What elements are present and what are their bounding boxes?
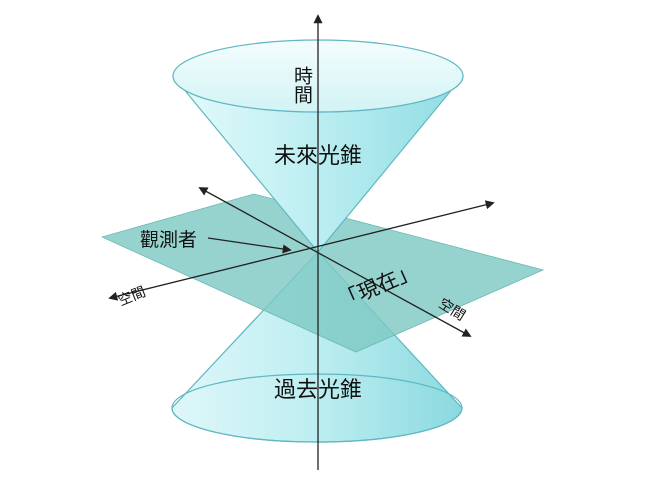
space-label-left: 空間: [116, 284, 148, 309]
time-axis-label: 時間: [291, 66, 313, 104]
observer-label: 觀測者: [140, 229, 197, 251]
observer-pointer: [207, 237, 292, 254]
past-cone-label: 過去光錐: [274, 378, 362, 403]
future-cone-label: 未來光錐: [274, 144, 362, 169]
past-cone-rim: [171, 373, 463, 443]
space-axis-2: [198, 187, 472, 337]
